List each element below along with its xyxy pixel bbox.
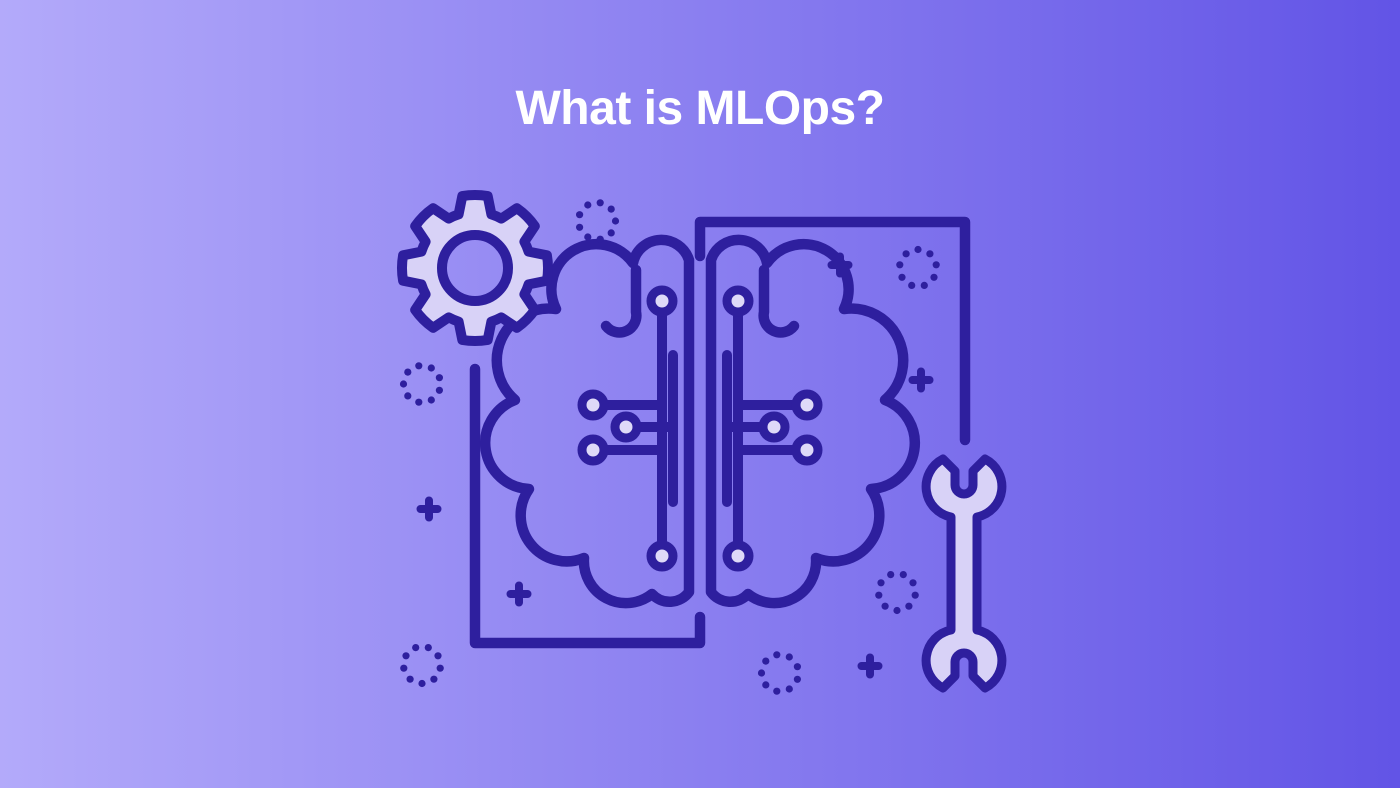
decoration-dot [911,591,919,599]
decoration-dot [404,368,412,376]
decoration-dot [607,229,615,237]
decoration-dot [435,386,443,394]
circuit-node [646,540,678,572]
dotted-circle-decoration [896,245,940,289]
decoration-dot [773,651,781,659]
decoration-dot [887,571,895,579]
decoration-dot [875,591,883,599]
decoration-dot [762,681,770,689]
dotted-circle-decoration [757,651,802,695]
decoration-dot [905,602,913,610]
decoration-dot [434,652,442,660]
frame-top-right-bracket [694,216,971,446]
decoration-dot [902,250,910,258]
decoration-dot [757,669,766,677]
gear-icon [396,189,554,347]
decoration-dot [793,675,802,683]
decoration-dot [584,233,592,241]
decoration-dot [412,644,420,652]
brain-left-hemisphere [479,234,695,609]
decoration-dot [596,235,604,243]
decoration-dot [406,675,414,683]
decoration-dot [435,374,443,382]
page-title: What is MLOps? [515,82,885,135]
decoration-dot [607,205,615,213]
decoration-dot [415,398,423,406]
circuit-node [577,434,609,466]
decoration-dot [785,685,793,693]
frame-bottom-left-bracket [469,363,706,649]
decoration-dot [932,261,940,269]
decoration-dot [427,396,435,404]
dotted-circle-decoration [400,644,444,688]
frame-brackets [469,216,971,649]
decoration-dot [893,606,901,615]
plus-sign-decoration [416,496,442,522]
circuit-node [646,285,678,317]
decoration-dot [584,201,592,209]
circuit-node [610,411,642,443]
brain-right-hemisphere [711,240,915,603]
wrench-icon [921,454,1007,693]
brain-inner-curl [600,264,642,338]
decoration-dot [762,657,770,665]
dotted-circle-decoration [576,199,620,243]
decorations [399,199,940,695]
plus-sign-decoration [506,581,532,607]
plus-sign-decoration [908,367,934,393]
decoration-dot [909,579,917,587]
decoration-dot [418,679,426,688]
decoration-dot [914,245,922,254]
decoration-dot [576,211,584,219]
decoration-dot [404,392,412,400]
decoration-dot [399,380,408,388]
decoration-dot [920,281,928,289]
decoration-dot [430,675,438,683]
brain-outline [479,234,695,609]
decoration-dot [896,261,904,269]
decoration-dot [400,664,408,672]
decoration-dot [881,602,889,610]
decoration-dot [926,250,934,258]
decoration-dot [930,273,938,281]
plus-sign-decoration [827,252,853,278]
dotted-circle-decoration [399,362,443,406]
decoration-dot [908,281,916,289]
circuit-traces [588,296,678,561]
circuit-node [577,389,609,421]
decoration-dot [427,364,435,372]
decoration-dot [424,644,432,652]
decoration-dot [877,579,885,587]
decoration-dot [436,664,444,672]
circuit-nodes [577,285,678,572]
plus-sign-decoration [857,653,883,679]
dotted-circle-decoration [875,571,919,615]
decoration-dot [576,223,584,231]
decoration-dot [611,217,620,225]
decoration-dot [415,362,423,370]
decoration-dot [898,273,906,281]
decoration-dot [402,652,410,660]
decoration-dot [785,653,793,661]
decoration-dot [773,687,781,695]
decoration-dot [899,571,907,579]
decoration-dot [793,663,802,671]
decoration-dot [596,199,604,207]
